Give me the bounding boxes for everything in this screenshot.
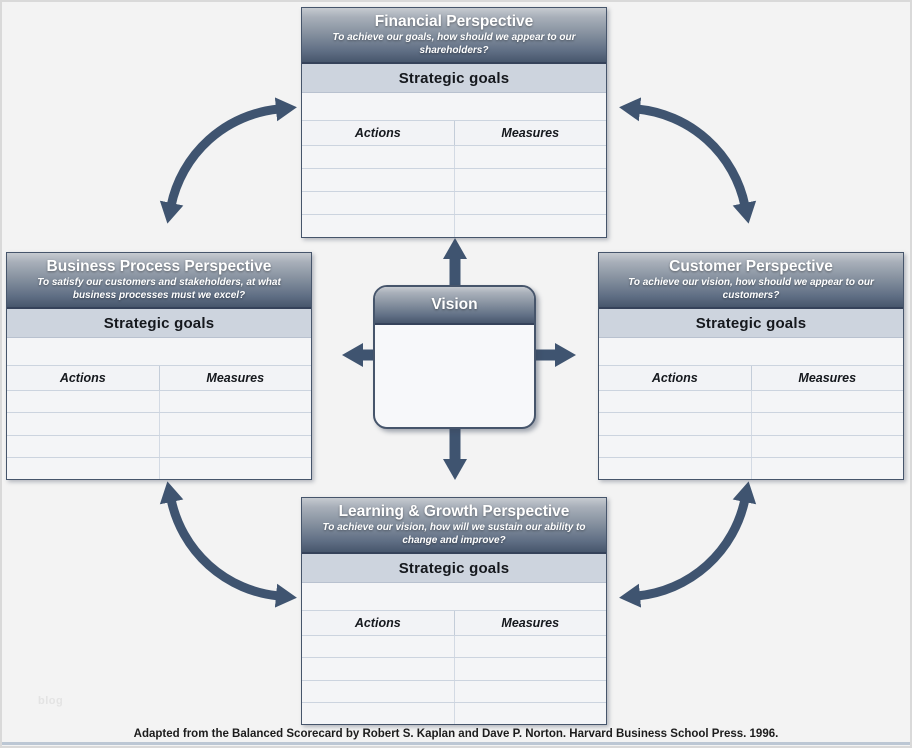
- strategic-goals-band: Strategic goals: [302, 554, 606, 583]
- vision-title: Vision: [375, 287, 534, 325]
- column-header-row: Actions Measures: [302, 121, 606, 145]
- measures-cell: [453, 192, 607, 214]
- measures-cell: [158, 457, 312, 479]
- business-process-perspective-card: Business Process Perspective To satisfy …: [6, 252, 312, 480]
- table-row: [599, 456, 904, 479]
- measures-cell: [158, 435, 312, 457]
- strategic-goals-band: Strategic goals: [7, 309, 311, 338]
- measures-cell: [158, 391, 312, 413]
- table-row: [302, 679, 607, 702]
- column-header-row: Actions Measures: [599, 366, 903, 390]
- actions-column-header: Actions: [354, 616, 401, 630]
- measures-column-header: Measures: [158, 366, 312, 390]
- actions-cell: [7, 458, 159, 479]
- table-row: [302, 145, 606, 168]
- actions-cell: [302, 703, 454, 724]
- curved-arrow-bottom-right: [619, 481, 757, 608]
- card-title: Business Process Perspective: [46, 257, 272, 275]
- actions-cell: [302, 215, 454, 237]
- actions-cell: [302, 636, 454, 657]
- measures-cell: [750, 457, 904, 479]
- actions-column-header: Actions: [59, 371, 106, 385]
- card-subtitle: To achieve our vision, how should we app…: [628, 277, 874, 302]
- measures-cell: [453, 680, 607, 702]
- measures-cell: [453, 169, 607, 191]
- actions-cell: [302, 681, 454, 702]
- table-row: [302, 701, 607, 724]
- table-row: [599, 434, 904, 457]
- measures-column-header: Measures: [453, 611, 607, 635]
- actions-column-header: Actions: [354, 126, 401, 140]
- card-title: Financial Perspective: [374, 12, 534, 30]
- measures-column-header: Measures: [453, 121, 607, 145]
- table-row: [302, 635, 607, 658]
- actions-cell: [302, 169, 454, 191]
- card-header: Business Process Perspective To satisfy …: [7, 253, 311, 309]
- table-row: [302, 657, 607, 680]
- goal-entry-row: [302, 93, 606, 121]
- strategic-goals-band: Strategic goals: [302, 64, 606, 93]
- measures-cell: [453, 658, 607, 680]
- measures-cell: [453, 215, 607, 237]
- card-header: Customer Perspective To achieve our visi…: [599, 253, 903, 309]
- strategic-goals-band: Strategic goals: [599, 309, 903, 338]
- measures-column-header: Measures: [750, 366, 904, 390]
- table-row: [599, 412, 904, 435]
- card-subtitle: To satisfy our customers and stakeholder…: [37, 277, 281, 302]
- curved-arrow-top-left: [159, 97, 297, 224]
- column-header-row: Actions Measures: [7, 366, 311, 390]
- actions-cell: [7, 391, 159, 412]
- card-subtitle: To achieve our goals, how should we appe…: [332, 32, 576, 57]
- curved-arrow-top-right: [619, 97, 757, 224]
- measures-cell: [750, 435, 904, 457]
- table-row: [302, 168, 606, 191]
- card-title: Learning & Growth Perspective: [338, 502, 570, 520]
- actions-cell: [599, 458, 751, 479]
- curved-arrow-bottom-left: [159, 481, 297, 608]
- measures-cell: [453, 146, 607, 168]
- actions-cell: [302, 146, 454, 168]
- table-row: [7, 412, 312, 435]
- learning-growth-perspective-card: Learning & Growth Perspective To achieve…: [301, 497, 607, 725]
- actions-cell: [302, 658, 454, 679]
- customer-perspective-card: Customer Perspective To achieve our visi…: [598, 252, 904, 480]
- actions-cell: [302, 192, 454, 214]
- card-subtitle: To achieve our vision, how will we susta…: [322, 522, 586, 547]
- actions-cell: [7, 436, 159, 457]
- actions-cell: [7, 413, 159, 434]
- source-caption: Adapted from the Balanced Scorecard by R…: [133, 728, 779, 740]
- table-row: [302, 191, 606, 214]
- measures-cell: [453, 702, 607, 724]
- actions-cell: [599, 436, 751, 457]
- card-title: Customer Perspective: [669, 257, 833, 275]
- measures-cell: [750, 391, 904, 413]
- actions-cell: [599, 413, 751, 434]
- measures-cell: [750, 413, 904, 435]
- actions-column-header: Actions: [651, 371, 698, 385]
- table-row: [7, 434, 312, 457]
- measures-cell: [158, 413, 312, 435]
- card-header: Financial Perspective To achieve our goa…: [302, 8, 606, 64]
- column-header-row: Actions Measures: [302, 611, 606, 635]
- goal-entry-row: [599, 338, 903, 366]
- goal-entry-row: [302, 583, 606, 611]
- bottom-rule: [2, 742, 910, 745]
- vision-box: Vision: [373, 285, 536, 429]
- table-row: [7, 456, 312, 479]
- table-row: [7, 390, 312, 413]
- measures-cell: [453, 636, 607, 658]
- financial-perspective-card: Financial Perspective To achieve our goa…: [301, 7, 607, 238]
- watermark: blog: [38, 695, 64, 707]
- actions-cell: [599, 391, 751, 412]
- goal-entry-row: [7, 338, 311, 366]
- card-header: Learning & Growth Perspective To achieve…: [302, 498, 606, 554]
- table-row: [599, 390, 904, 413]
- table-row: [302, 214, 606, 237]
- vision-body: [375, 325, 534, 427]
